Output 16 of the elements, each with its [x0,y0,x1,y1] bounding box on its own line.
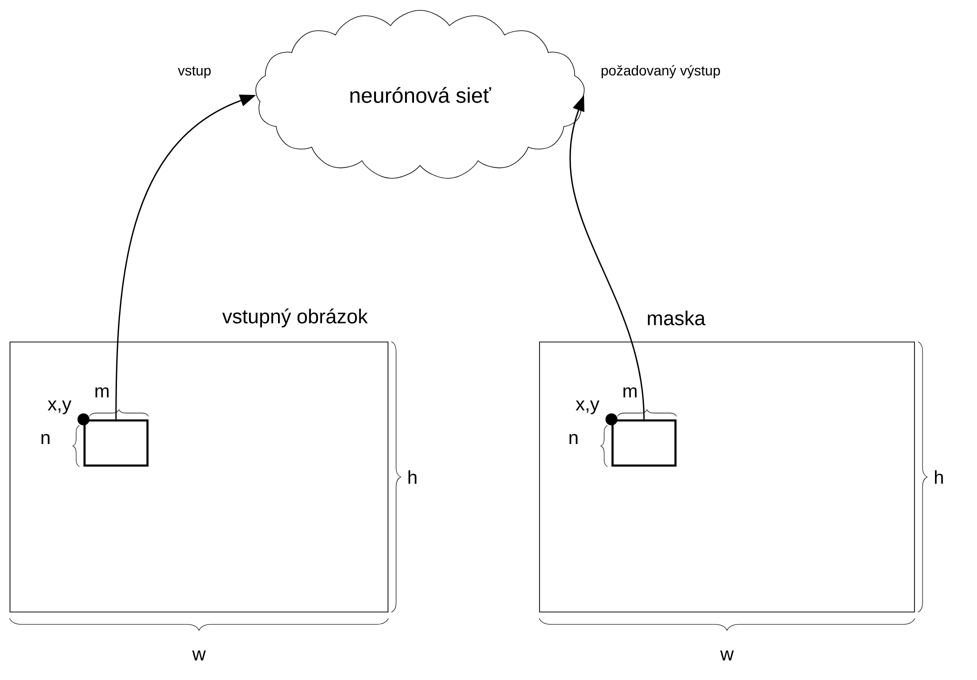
dimension-label: h [408,470,416,484]
edge-label: vstup [178,66,211,78]
coordinate-label: x,y [48,400,72,414]
dimension-label: n [570,434,578,444]
dimension-label: w [192,650,206,660]
coordinate-label: x,y [576,400,600,414]
node-label: vstupný obrázok [222,308,368,328]
window-box [611,419,677,467]
dimension-label: h [934,470,943,484]
dimension-label: m [95,387,109,398]
edge-label: požadovaný výstup [602,65,720,78]
window-box [83,419,149,467]
dimension-label: n [42,434,50,444]
dimension-label: w [720,650,734,660]
node-label: maska [648,310,706,326]
dimension-label: m [623,387,637,398]
